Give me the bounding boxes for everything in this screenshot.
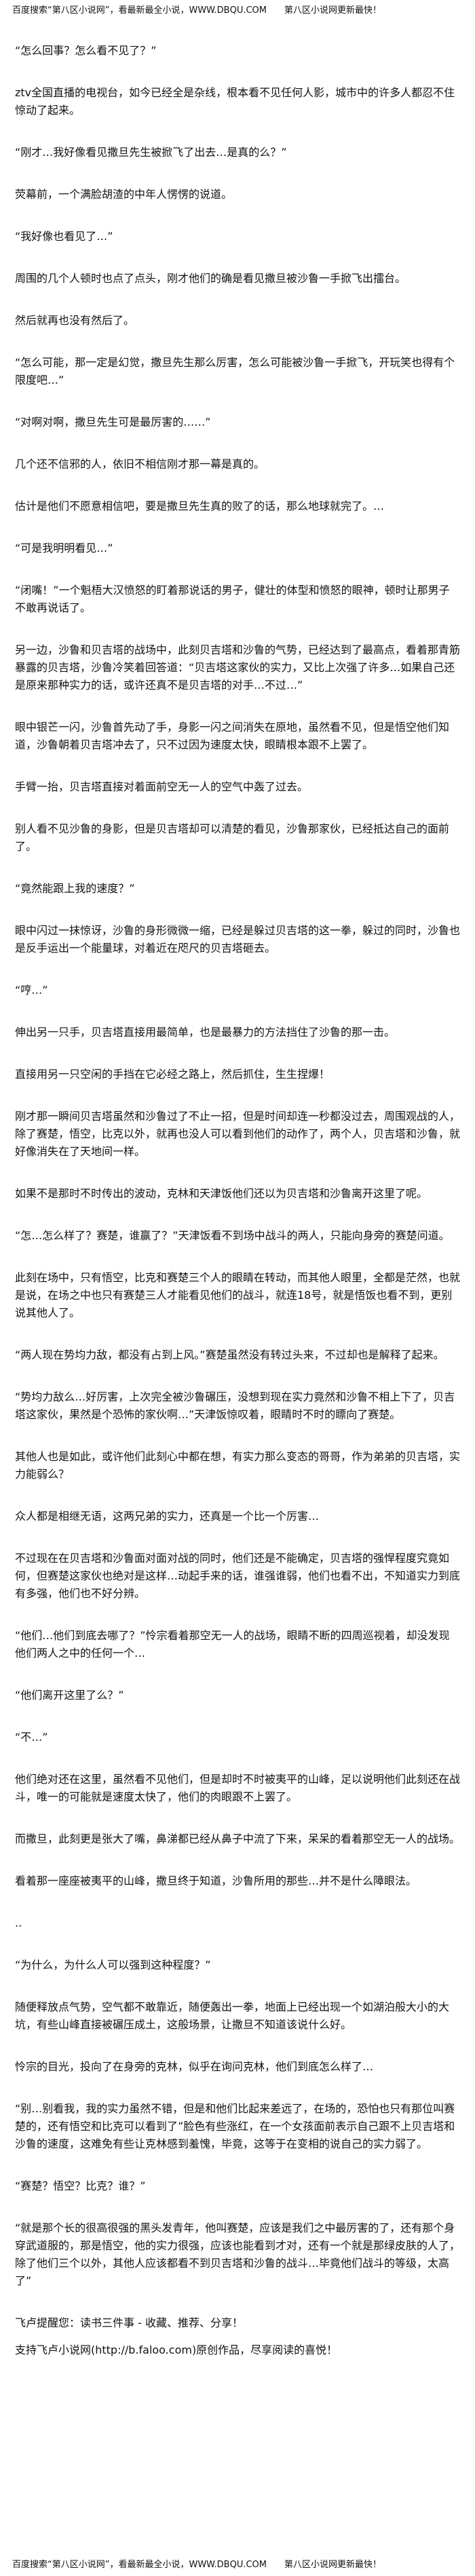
paragraph: 手臂一抬，贝吉塔直接对着面前空无一人的空气中轰了过去。 <box>15 780 309 793</box>
paragraph: 随便释放点气势，空气都不敢靠近，随便轰出一拳，地面上已经出现一个如湖泊般大小的大… <box>15 2000 450 2031</box>
paragraph: 然后就再也没有然后了。 <box>15 314 135 327</box>
paragraph: “刚才…我好像看见撒旦先生被掀飞了出去…是真的么？” <box>15 146 287 159</box>
top-search-prompt: 百度搜索“第八区小说网”，看最新最全小说，WWW.DBQU.COM <box>12 5 267 16</box>
paragraph: 而撒旦，此刻更是张大了嘴，鼻涕都已经从鼻子中流了下来，呆呆的看着那空无一人的战场… <box>15 1832 461 1845</box>
paragraph: “可是我明明看见…” <box>15 542 113 555</box>
paragraph: 看着那一座座被夷平的山峰，撒旦终于知道，沙鲁所用的那些…并不是什么障眼法。 <box>15 1874 417 1887</box>
paragraph: “怎么可能，那一定是幻觉，撒旦先生那么厉害，怎么可能被沙鲁一手掀飞，开玩笑也得有… <box>15 356 455 386</box>
paragraph: “为什么，为什么人可以强到这种程度？” <box>15 1958 211 1971</box>
paragraph: 如果不是那时不时传出的波动，克林和天津饭他们还以为贝吉塔和沙鲁离开这里了呢。 <box>15 1187 428 1200</box>
paragraph: 估计是他们不愿意相信吧，要是撒旦先生真的败了的话，那么地球就完了。… <box>15 500 385 512</box>
paragraph: “哼…” <box>15 984 48 997</box>
paragraph: “闭嘴！”一个魁梧大汉愤怒的盯着那说话的男子，健壮的体型和愤怒的眼神，顿时让那男… <box>15 584 450 614</box>
paragraph: “怎…怎么样了？赛楚，谁赢了？”天津饭看不到场中战斗的两人，只能向身旁的赛楚问道… <box>15 1229 450 1242</box>
paragraph: 几个还不信邪的人，依旧不相信刚才那一幕是真的。 <box>15 458 265 470</box>
bottom-site-banner: 百度搜索“第八区小说网”，看最新最全小说，WWW.DBQU.COM 第八区小说网更… <box>12 2558 463 2572</box>
chapter-body: “怎么回事？怎么看不见了？” ztv全国直播的电视台，如今已经全是杂线，根本看不… <box>15 42 460 2369</box>
paragraph: 另一边，沙鲁和贝吉塔的战场中，此刻贝吉塔和沙鲁的气势，已经达到了最高点，看着那青… <box>15 643 461 691</box>
paragraph: 眼中银芒一闪，沙鲁首先动了手，身影一闪之间消失在原地，虽然看不见，但是悟空他们知… <box>15 721 450 751</box>
paragraph: “别…别看我，我的实力虽然不错，但是和他们比起来差远了，在场的，恐怕也只有那位叫… <box>15 2102 455 2150</box>
paragraph: 眼中闪过一抹惊讶，沙鲁的身形微微一缩，已经是躲过贝吉塔的这一拳，躲过的同时，沙鲁… <box>15 924 461 954</box>
paragraph: “赛楚？悟空？比克？谁？” <box>15 2179 146 2192</box>
paragraph: “就是那个长的很高很强的黑头发青年，他叫赛楚，应该是我们之中最厉害的了，还有那个… <box>15 2221 461 2287</box>
support-notice: 支持飞卢小说网(http://b.faloo.com)原创作品，尽享阅读的喜悦！ <box>15 2343 338 2356</box>
paragraph: 伸出另一只手，贝吉塔直接用最简单，也是最暴力的方法挡住了沙鲁的那一击。 <box>15 1026 396 1039</box>
paragraph: 刚才那一瞬间贝吉塔虽然和沙鲁过了不止一招，但是时间却连一秒都没过去，周围观战的人… <box>15 1110 461 1158</box>
paragraph: “他们离开这里了么？” <box>15 1689 124 1702</box>
paragraph: .. <box>15 1916 22 1929</box>
top-slogan: 第八区小说网更新最快！ <box>284 5 382 16</box>
paragraph: “对啊对啊，撒旦先生可是最厉害的……” <box>15 416 211 428</box>
paragraph: “他们…他们到底去哪了？”怜宗看着那空无一人的战场，眼睛不断的四周巡视着，却没发… <box>15 1629 450 1659</box>
paragraph: 此刻在场中，只有悟空，比克和赛楚三个人的眼睛在转动，而其他人眼里，全都是茫然，也… <box>15 1271 461 1319</box>
paragraph: ztv全国直播的电视台，如今已经全是杂线，根本看不见任何人影，城市中的许多人都忍… <box>15 86 455 117</box>
paragraph: 直接用另一只空闲的手挡在它必经之路上，然后抓住，生生捏爆！ <box>15 1068 330 1081</box>
paragraph: 周围的几个人顿时也点了点头，刚才他们的确是看见撒旦被沙鲁一手掀飞出擂台。 <box>15 272 406 285</box>
reading-reminder: 飞卢提醒您：读书三件事 - 收藏、推荐、分享！ <box>15 2316 243 2329</box>
paragraph: 不过现在在贝吉塔和沙鲁面对面对战的同时，他们还是不能确定，贝吉塔的强悍程度究竟如… <box>15 1552 461 1600</box>
paragraph: “两人现在势均力敌，都没有占到上风。”赛楚虽然没有转过头来，不过却也是解释了起来… <box>15 1348 444 1361</box>
paragraph: “我好像也看见了…” <box>15 230 113 243</box>
bottom-search-prompt: 百度搜索“第八区小说网”，看最新最全小说，WWW.DBQU.COM <box>12 2560 267 2570</box>
paragraph: 他们绝对还在这里，虽然看不见他们，但是却时不时被夷平的山峰，足以说明他们此刻还在… <box>15 1773 461 1803</box>
paragraph: 众人都是相继无语，这两兄弟的实力，还真是一个比一个厉害… <box>15 1510 320 1523</box>
paragraph: “竟然能跟上我的速度？” <box>15 882 135 895</box>
bottom-slogan: 第八区小说网更新最快！ <box>284 2560 382 2570</box>
paragraph: “不…” <box>15 1731 48 1744</box>
paragraph: 荧幕前，一个满脸胡渣的中年人愣愣的说道。 <box>15 188 233 201</box>
paragraph: 别人看不见沙鲁的身影，但是贝吉塔却可以清楚的看见，沙鲁那家伙，已经抵达自己的面前… <box>15 822 450 853</box>
paragraph: “势均力敌么…好厉害，上次完全被沙鲁碾压，没想到现在实力竟然和沙鲁不相上下了，贝… <box>15 1390 455 1421</box>
paragraph: 怜宗的目光，投向了在身旁的克林，似乎在询问克林，他们到底怎么样了… <box>15 2060 374 2073</box>
paragraph: 其他人也是如此，或许他们此刻心中都在想，有实力那么变态的哥哥，作为弟弟的贝吉塔，… <box>15 1450 461 1481</box>
paragraph: “怎么回事？怎么看不见了？” <box>15 44 157 57</box>
top-site-banner: 百度搜索“第八区小说网”，看最新最全小说，WWW.DBQU.COM 第八区小说网更… <box>12 4 463 18</box>
